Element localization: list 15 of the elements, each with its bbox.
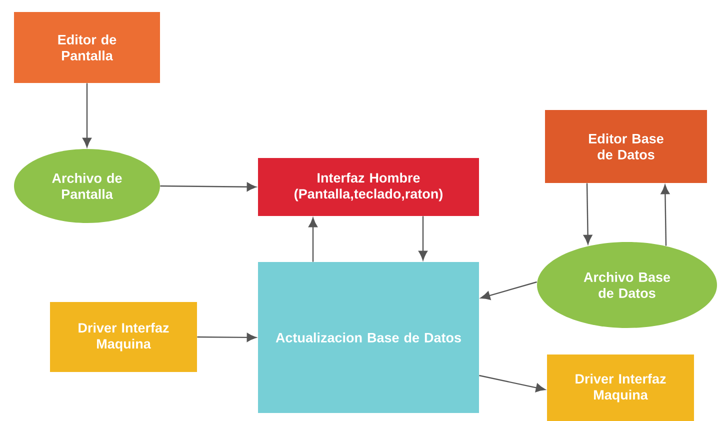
process-box: Editor de Pantalla [14,12,160,83]
arrow [197,332,256,342]
arrow [418,216,428,260]
arrow [660,184,670,246]
driver-box: Driver Interfaz Maquina [50,302,197,372]
arrow [583,183,592,244]
process-box: Actualizacion Base de Datos [258,262,479,413]
arrow [480,281,537,300]
arrow [479,374,546,392]
driver-box: Driver Interfaz Maquina [547,354,694,421]
arrow [82,83,92,148]
arrow [160,182,256,192]
arrow [308,218,318,262]
interface-box: Interfaz Hombre (Pantalla,teclado,raton) [258,158,479,216]
process-box: Editor Base de Datos [545,110,707,183]
